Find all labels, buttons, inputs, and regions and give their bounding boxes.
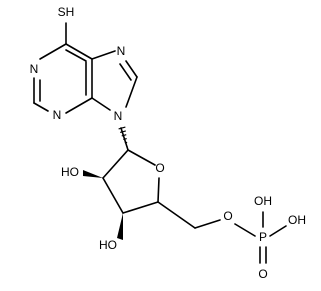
bond-c3prime-c2prime — [102, 177, 124, 214]
hashed-bonds — [118, 126, 128, 148]
bond-c2-n3 — [33, 102, 49, 112]
hash-c1prime-n9-stroke — [118, 126, 126, 130]
bond-n7-c8 — [125, 60, 138, 78]
atom-oh-2prime: HO — [61, 165, 79, 179]
bond-p-oh-right — [269, 225, 287, 237]
wedge-c3prime-oh — [117, 213, 123, 240]
bond-n3-c4 — [65, 97, 93, 114]
atom-n1: N — [30, 62, 39, 76]
bond-c5-n7 — [91, 50, 116, 60]
atom-p-oh-top: OH — [254, 194, 272, 208]
hash-c1prime-n9-stroke — [123, 137, 127, 141]
atom-sh: SH — [58, 5, 75, 19]
bond-c2prime-c1prime — [102, 149, 129, 179]
atom-p: P — [259, 230, 267, 244]
hash-c1prime-n9-stroke — [120, 130, 126, 134]
bond-n9-c4 — [91, 97, 111, 111]
bond-c4prime-c3prime — [122, 201, 159, 214]
bond-c5prime-o5prime — [194, 219, 221, 229]
bond-c5-c6-double — [65, 49, 87, 62]
bond-o5prime-p — [234, 223, 256, 237]
bond-c4prime-c5prime — [157, 201, 196, 229]
atom-labels: SH N N N N O HO HO O P OH OH O — [30, 5, 306, 281]
hash-c1prime-n9-stroke — [121, 134, 127, 137]
atom-n7: N — [117, 44, 126, 58]
bond-n7-c8-double — [119, 63, 132, 81]
atom-n9: N — [114, 109, 123, 123]
bond-c1prime-o4prime — [127, 149, 156, 166]
wedge-c2prime-oh — [83, 170, 103, 178]
atom-ring-o: O — [155, 161, 164, 175]
bond-c6-n1 — [39, 43, 67, 60]
bonds — [33, 22, 287, 264]
hash-c1prime-n9-stroke — [124, 141, 128, 144]
atom-o-5prime: O — [223, 209, 232, 223]
bond-c8-n9 — [125, 76, 138, 108]
bond-o4prime-c4prime — [157, 177, 160, 203]
bond-c5-c6 — [65, 43, 93, 60]
atom-n3: N — [53, 108, 62, 122]
atom-p-o-double: O — [258, 267, 267, 281]
atom-p-oh-right: OH — [288, 213, 306, 227]
atom-oh-3prime: HO — [99, 238, 117, 252]
